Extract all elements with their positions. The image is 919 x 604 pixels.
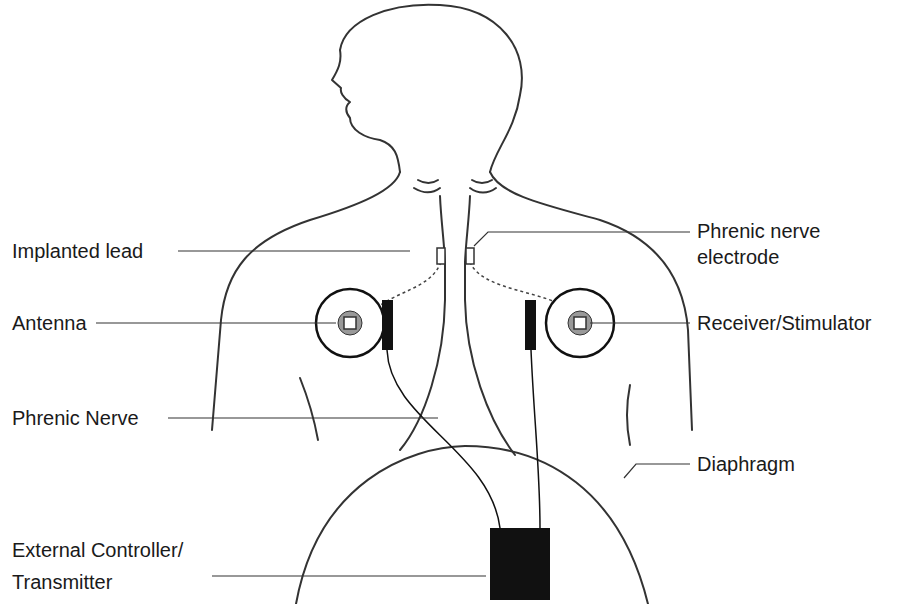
- antenna-cable: [387, 350, 500, 528]
- external-controller: [490, 528, 550, 600]
- right-torso: [627, 385, 630, 445]
- callout-label: External Controller/ Transmitter: [12, 534, 212, 598]
- head-outline: [332, 5, 522, 172]
- callout-label: Diaphragm: [697, 451, 847, 477]
- callout-label: Implanted lead: [12, 238, 212, 264]
- phrenic-electrode: [437, 248, 445, 264]
- callout-label: Phrenic Nerve: [12, 405, 182, 431]
- leader-line: [590, 322, 690, 323]
- right-shoulder: [490, 172, 692, 430]
- antenna-cable: [531, 350, 540, 528]
- trachea: [465, 196, 515, 455]
- leader-line: [168, 417, 438, 418]
- leader-line: [474, 232, 690, 246]
- neck-detail: [414, 180, 496, 193]
- leader-line: [178, 250, 410, 251]
- leader-line: [624, 464, 690, 478]
- callout-label: Receiver/Stimulator: [697, 310, 912, 336]
- phrenic-electrode: [466, 248, 474, 264]
- trachea: [400, 196, 445, 450]
- leader-line: [96, 322, 336, 323]
- left-torso: [300, 378, 318, 440]
- leader-line: [212, 575, 486, 576]
- callout-label: Phrenic nerve electrode: [697, 218, 837, 270]
- callout-label: Antenna: [12, 310, 162, 336]
- external-antenna: [525, 300, 536, 350]
- external-antenna: [382, 300, 393, 350]
